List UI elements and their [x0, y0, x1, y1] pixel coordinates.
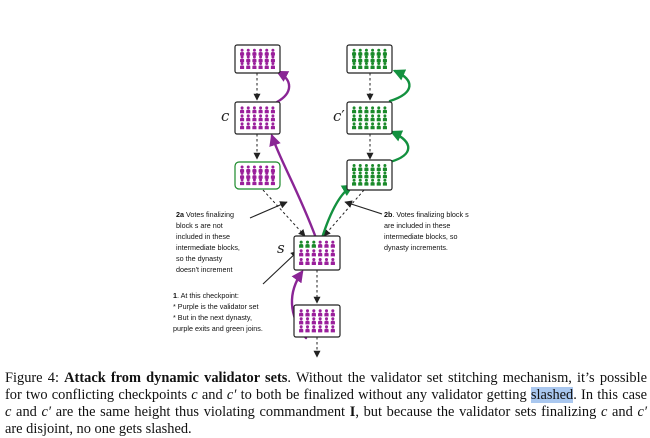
math-c: c	[5, 404, 12, 420]
block-c-prime	[346, 101, 393, 135]
annotation-line: * Purple is the validator set	[173, 301, 263, 312]
annotation-text: . At this checkpoint:	[177, 291, 239, 300]
parent-links	[253, 73, 374, 358]
annotation-text: included in these	[176, 232, 230, 241]
label-s: s	[277, 239, 285, 257]
annotation-line: purple exits and green joins.	[173, 323, 263, 334]
commandment-label: I	[349, 404, 356, 420]
block-root	[293, 304, 341, 338]
annotation-text: intermediate blocks, so	[384, 232, 458, 241]
caption-line-4: are disjoint, no one gets slashed.	[5, 421, 192, 437]
annotation-text: purple exits and green joins.	[173, 324, 263, 333]
math-c-prime: c′	[637, 404, 647, 420]
annotation-text: intermediate blocks,	[176, 243, 240, 252]
annotation-text: block s are not	[176, 221, 223, 230]
caption-text: and	[11, 404, 42, 420]
caption-text: . Without the validator set stitching me…	[287, 370, 647, 386]
annotation-text: are included in these	[384, 221, 451, 230]
caption-text: to both be finalized without any validat…	[236, 387, 531, 403]
annotation-number: 1	[173, 291, 177, 300]
caption-line-3: c and c′ are the same height thus violat…	[5, 404, 647, 421]
annotation-number: 2b	[384, 210, 393, 219]
math-c-prime: c′	[226, 387, 237, 403]
highlighted-word[interactable]: slashed	[530, 387, 574, 403]
figure-label: Figure 4:	[5, 370, 65, 386]
label-c-prime: c′	[333, 107, 345, 125]
label-c-prime-letter: c	[333, 107, 342, 125]
math-c-prime: c′	[41, 404, 52, 420]
annotation-line: so the dynasty	[176, 253, 240, 264]
label-c-prime-mark: ′	[341, 107, 345, 125]
annotation-arrows	[249, 200, 383, 285]
annotation-line: included in these	[176, 231, 240, 242]
annotation-line: * But in the next dynasty,	[173, 312, 263, 323]
annotation-line: intermediate blocks, so	[384, 231, 469, 242]
annotation-text: so the dynasty	[176, 254, 223, 263]
annotation-line: block s are not	[176, 220, 240, 231]
attack-diagram	[234, 44, 411, 358]
annotation-line: are included in these	[384, 220, 469, 231]
block-s	[293, 235, 341, 271]
math-c: c	[191, 387, 198, 403]
block-right-intermediate	[346, 159, 393, 191]
annotation-line: doesn't increment	[176, 264, 240, 275]
math-c: c	[600, 404, 608, 420]
block-left-intermediate	[234, 161, 281, 190]
caption-text: and	[197, 387, 227, 403]
annotation-text: * Purple is the validator set	[173, 302, 259, 311]
caption-title: Attack from dynamic validator sets	[64, 370, 288, 386]
block-left-top	[234, 44, 281, 74]
annotation-text: Votes finalizing	[184, 210, 234, 219]
caption-line-2: for two conflicting checkpoints c and c′…	[5, 387, 647, 404]
block-right-top	[346, 44, 393, 74]
annotation-line: 1. At this checkpoint:	[173, 290, 263, 301]
annotation-text: * But in the next dynasty,	[173, 313, 252, 322]
figure-caption: Figure 4: Attack from dynamic validator …	[5, 370, 647, 438]
caption-text: . In this case	[573, 387, 647, 403]
annotation-line: intermediate blocks,	[176, 242, 240, 253]
caption-text: and	[607, 404, 638, 420]
annotation-line: 2a Votes finalizing	[176, 209, 240, 220]
annotation-line: dynasty increments.	[384, 242, 469, 253]
block-c	[234, 101, 281, 135]
annotation-line: 2b. Votes finalizing block s	[384, 209, 469, 220]
annotation-text: . Votes finalizing block s	[392, 210, 469, 219]
caption-text: for two conflicting checkpoints	[5, 387, 192, 403]
caption-text: are the same height thus violating comma…	[51, 404, 350, 420]
caption-line-1: Figure 4: Attack from dynamic validator …	[5, 370, 647, 387]
label-c: c	[221, 107, 230, 125]
checkpoint-blocks	[234, 44, 393, 338]
annotation-text: doesn't increment	[176, 265, 233, 274]
annotation-text: dynasty increments.	[384, 243, 448, 252]
caption-text: , but because the validator sets finaliz…	[355, 404, 601, 420]
annotation-number: 2a	[176, 210, 184, 219]
annotation-1: 1. At this checkpoint:* Purple is the va…	[173, 290, 263, 334]
